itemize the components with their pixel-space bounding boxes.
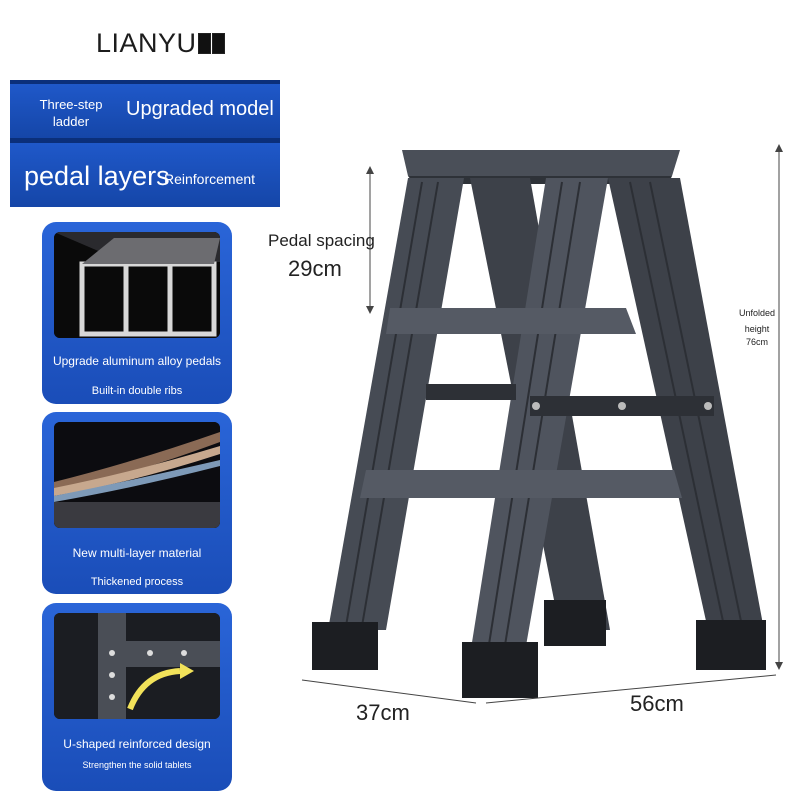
ladder-foot — [696, 620, 766, 670]
ladder-step — [386, 308, 636, 334]
ladder-front-leg — [328, 178, 464, 630]
aluminum-profile-image — [54, 232, 220, 338]
brand-glyph-icon — [211, 33, 225, 54]
feature-card-material: New multi-layer material Thickened proce… — [42, 412, 232, 594]
ladder-front-leg — [466, 178, 608, 680]
unfolded-height-label: Unfolded height — [738, 308, 776, 334]
feature-card-u-design: U-shaped reinforced design Strengthen th… — [42, 603, 232, 791]
feature-card-pedals: Upgrade aluminum alloy pedals Built-in d… — [42, 222, 232, 404]
layered-sheets-icon — [54, 422, 220, 528]
banner-small-text: Three-step ladder — [39, 97, 103, 129]
feature-subcaption: Built-in double ribs — [91, 385, 183, 397]
u-joint-image — [54, 613, 220, 719]
banner-subline: Reinforcement — [164, 171, 256, 187]
ladder-foot — [544, 600, 606, 646]
ladder-illustration — [312, 150, 766, 698]
ladder-top-cap — [402, 150, 680, 176]
brand-name: LIANYU — [96, 28, 197, 58]
aluminum-profile-icon — [54, 232, 220, 338]
feature-subcaption: Strengthen the solid tablets — [82, 760, 192, 770]
feature-subcaption: Thickened process — [90, 576, 184, 588]
ladder-foot — [462, 642, 538, 698]
banner-large-text: Upgraded model — [126, 98, 274, 120]
banner-headline: pedal layers — [24, 161, 170, 191]
u-joint-icon — [54, 613, 220, 719]
banner-bottom: pedal layers Reinforcement — [10, 140, 280, 207]
brand-glyph-icon — [197, 33, 211, 54]
pedal-spacing-label: Pedal spacing — [268, 231, 375, 250]
banner-top: Three-step ladder Upgraded model — [10, 80, 280, 141]
ladder-step — [360, 470, 682, 498]
feature-caption: Upgrade aluminum alloy pedals — [52, 354, 222, 368]
multi-layer-image — [54, 422, 220, 528]
pedal-spacing-value: 29cm — [288, 256, 342, 281]
ladder-foot — [312, 622, 378, 670]
unfolded-height-value: 76cm — [745, 337, 768, 347]
feature-caption: U-shaped reinforced design — [63, 737, 211, 751]
brand-logo: LIANYU — [96, 28, 225, 59]
feature-caption: New multi-layer material — [72, 546, 202, 560]
width-dimension: 56cm — [630, 691, 684, 716]
depth-dimension: 37cm — [356, 700, 410, 725]
